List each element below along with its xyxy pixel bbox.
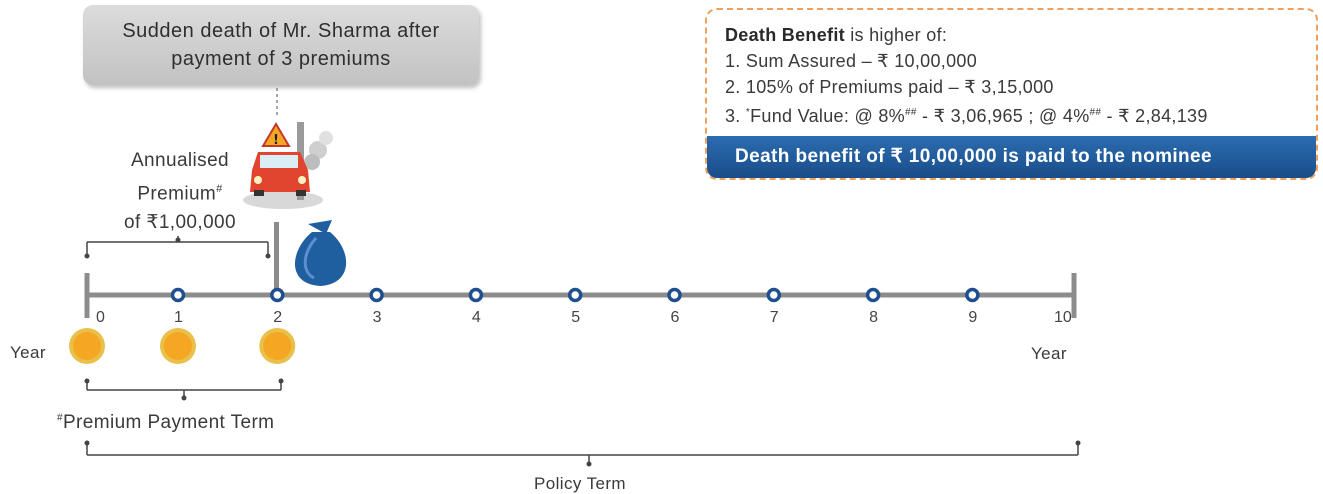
year-label-left: Year: [10, 343, 46, 362]
tick-label-1: 1: [174, 309, 183, 326]
tick-label-10: 10: [1054, 309, 1072, 326]
premium-line-3: of ₹1,00,000: [124, 212, 236, 234]
annualised-premium-label: Annualised Premium# of ₹1,00,000: [100, 146, 260, 237]
event-marker-bar: [274, 222, 279, 294]
benefit-item-3-prefix: 3.: [725, 106, 746, 126]
event-line-1: Sudden death of Mr. Sharma after: [122, 20, 440, 42]
coin-icon: [259, 328, 296, 364]
tick-label-6: 6: [671, 309, 680, 326]
tick-label-4: 4: [472, 309, 481, 326]
hash-mark-2: ##: [1089, 107, 1102, 118]
death-benefit-box: Death Benefit is higher of: 1. Sum Assur…: [705, 8, 1318, 180]
tick-label-0: 0: [96, 309, 105, 326]
benefit-item-2: 2. 105% of Premiums paid – ₹ 3,15,000: [725, 77, 1054, 97]
benefit-heading: Death Benefit is higher of:: [725, 22, 1316, 48]
benefit-item-3-b: - ₹ 3,06,965 ; @ 4%: [916, 106, 1090, 126]
premium-hash-mark: #: [216, 183, 223, 195]
premium-line-2: Premium#: [100, 175, 260, 208]
year-label-right: Year: [1031, 344, 1067, 363]
policy-term-bracket: [86, 443, 1079, 464]
benefit-heading-bold: Death Benefit: [725, 25, 845, 45]
event-line-2: payment of 3 premiums: [171, 48, 391, 70]
benefit-heading-rest: is higher of:: [844, 25, 948, 45]
svg-text:!: !: [273, 133, 279, 148]
timeline-node-5: [567, 287, 583, 303]
car-crash-icon: !: [243, 122, 333, 209]
tick-label-7: 7: [770, 309, 779, 326]
ppt-label: #Premium Payment Term: [57, 412, 274, 434]
tick-label-9: 9: [968, 309, 977, 326]
timeline-node-9: [965, 287, 980, 303]
tick-label-8: 8: [869, 309, 878, 326]
benefit-item-3-a: Fund Value: @ 8%: [750, 106, 905, 126]
coin-icon: [69, 328, 105, 364]
timeline-node-6: [667, 287, 682, 303]
event-callout: Sudden death of Mr. Sharma after payment…: [83, 5, 479, 85]
tick-label-3: 3: [373, 309, 382, 326]
timeline-node-8: [865, 287, 881, 303]
timeline-node-7: [766, 287, 782, 303]
timeline-node-1: [170, 287, 186, 303]
policy-term-label: Policy Term: [534, 474, 626, 493]
benefit-item-3-star: *: [745, 107, 751, 118]
premium-line-2-text: Premium: [137, 183, 217, 205]
money-bag-icon: [294, 220, 347, 286]
timeline-node-2: [270, 287, 285, 303]
tick-label-5: 5: [571, 309, 580, 326]
ppt-hash-mark: #: [57, 412, 63, 424]
premium-line-1: Annualised: [130, 150, 230, 171]
hash-mark-1: ##: [904, 107, 917, 118]
benefit-item-3-c: - ₹ 2,84,139: [1101, 106, 1208, 126]
ppt-label-text: Premium Payment Term: [62, 412, 275, 433]
timeline-node-4: [468, 287, 484, 303]
ppt-bracket: [86, 379, 282, 398]
benefit-item-3: 3. *Fund Value: @ 8%## - ₹ 3,06,965 ; @ …: [725, 100, 1316, 129]
coin-icon: [160, 328, 196, 364]
tick-label-2: 2: [273, 309, 282, 326]
benefit-banner: Death benefit of ₹ 10,00,000 is paid to …: [707, 136, 1316, 178]
benefit-item-1: 1. Sum Assured – ₹ 10,00,000: [725, 51, 978, 71]
timeline-node-3: [369, 287, 384, 303]
